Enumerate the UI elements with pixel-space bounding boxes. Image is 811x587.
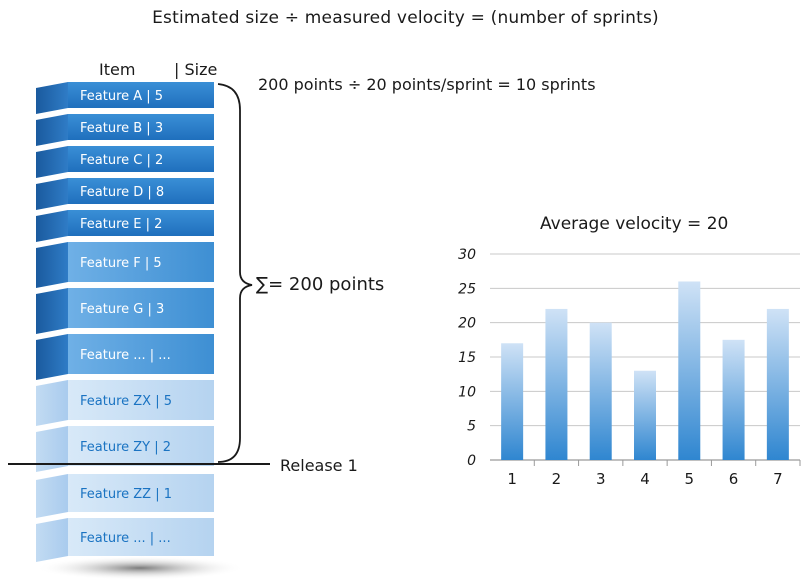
item-front-face (68, 288, 214, 328)
velocity-bar (766, 308, 789, 460)
item-front-face (68, 474, 214, 512)
item-label: Feature E | 2 (80, 217, 162, 232)
item-side-face (36, 210, 68, 242)
item-label: Feature A | 5 (80, 89, 163, 104)
backlog-item: Feature G | 3 (36, 288, 214, 334)
item-side-face (36, 426, 68, 472)
chart-title: Average velocity = 20 (540, 214, 729, 234)
x-tick-label: 3 (596, 470, 606, 488)
backlog-item: Feature A | 5 (36, 82, 214, 114)
item-front-face (68, 210, 214, 236)
formula-text: 200 points ÷ 20 points/sprint = 10 sprin… (258, 75, 596, 94)
y-tick-label: 0 (467, 453, 476, 469)
velocity-bar (545, 308, 568, 460)
item-label: Feature ZY | 2 (80, 440, 171, 455)
item-label: Feature ... | ... (80, 348, 171, 363)
x-tick-label: 7 (773, 470, 783, 488)
item-side-face (36, 146, 68, 178)
velocity-bar (722, 339, 745, 460)
item-label: Feature B | 3 (80, 121, 163, 136)
item-front-face (68, 82, 214, 108)
velocity-bar (589, 322, 612, 460)
y-tick-label: 10 (458, 384, 476, 400)
backlog-header-size: | Size (174, 60, 218, 79)
sum-brace (217, 83, 253, 463)
item-front-face (68, 114, 214, 140)
item-label: Feature C | 2 (80, 153, 163, 168)
item-front-face (68, 334, 214, 374)
item-label: Feature ... | ... (80, 531, 171, 546)
item-label: Feature D | 8 (80, 185, 164, 200)
item-label: Feature F | 5 (80, 256, 162, 271)
item-label: Feature ZZ | 1 (80, 487, 172, 502)
item-side-face (36, 178, 68, 210)
backlog-item: Feature E | 2 (36, 210, 214, 242)
stack-shadow (35, 556, 245, 580)
velocity-bar (678, 281, 701, 460)
backlog-item: Feature B | 3 (36, 114, 214, 146)
y-tick-label: 30 (458, 247, 476, 263)
item-side-face (36, 114, 68, 146)
item-side-face (36, 242, 68, 288)
item-side-face (36, 82, 68, 114)
velocity-bar (501, 343, 524, 460)
backlog-header-item: Item (99, 60, 136, 79)
backlog-item: Feature ... | ... (36, 334, 214, 380)
sum-label: ∑= 200 points (256, 274, 385, 295)
item-label: Feature ZX | 5 (80, 394, 172, 409)
x-tick-label: 4 (640, 470, 650, 488)
x-tick-label: 5 (685, 470, 695, 488)
y-tick-label: 20 (458, 316, 476, 332)
item-front-face (68, 426, 214, 466)
item-front-face (68, 178, 214, 204)
backlog-item: Feature ZY | 2 (36, 426, 214, 472)
y-tick-label: 15 (458, 350, 476, 366)
backlog-item: Feature ... | ... (36, 518, 214, 562)
item-side-face (36, 518, 68, 562)
item-front-face (68, 242, 214, 282)
velocity-bar (634, 370, 656, 460)
backlog-item: Feature F | 5 (36, 242, 214, 288)
item-side-face (36, 474, 68, 518)
item-side-face (36, 288, 68, 334)
item-label: Feature G | 3 (80, 302, 164, 317)
backlog-item: Feature ZZ | 1 (36, 474, 214, 518)
item-side-face (36, 334, 68, 380)
y-tick-label: 25 (458, 281, 476, 297)
backlog-item: Feature C | 2 (36, 146, 214, 178)
item-front-face (68, 146, 214, 172)
page-title: Estimated size ÷ measured velocity = (nu… (152, 8, 659, 28)
item-front-face (68, 380, 214, 420)
y-tick-label: 5 (467, 419, 476, 435)
item-side-face (36, 380, 68, 426)
x-tick-label: 2 (552, 470, 562, 488)
backlog-item: Feature ZX | 5 (36, 380, 214, 426)
release-label: Release 1 (280, 456, 358, 475)
backlog-item: Feature D | 8 (36, 178, 214, 210)
item-front-face (68, 518, 214, 556)
x-tick-label: 1 (507, 470, 517, 488)
x-tick-label: 6 (729, 470, 739, 488)
